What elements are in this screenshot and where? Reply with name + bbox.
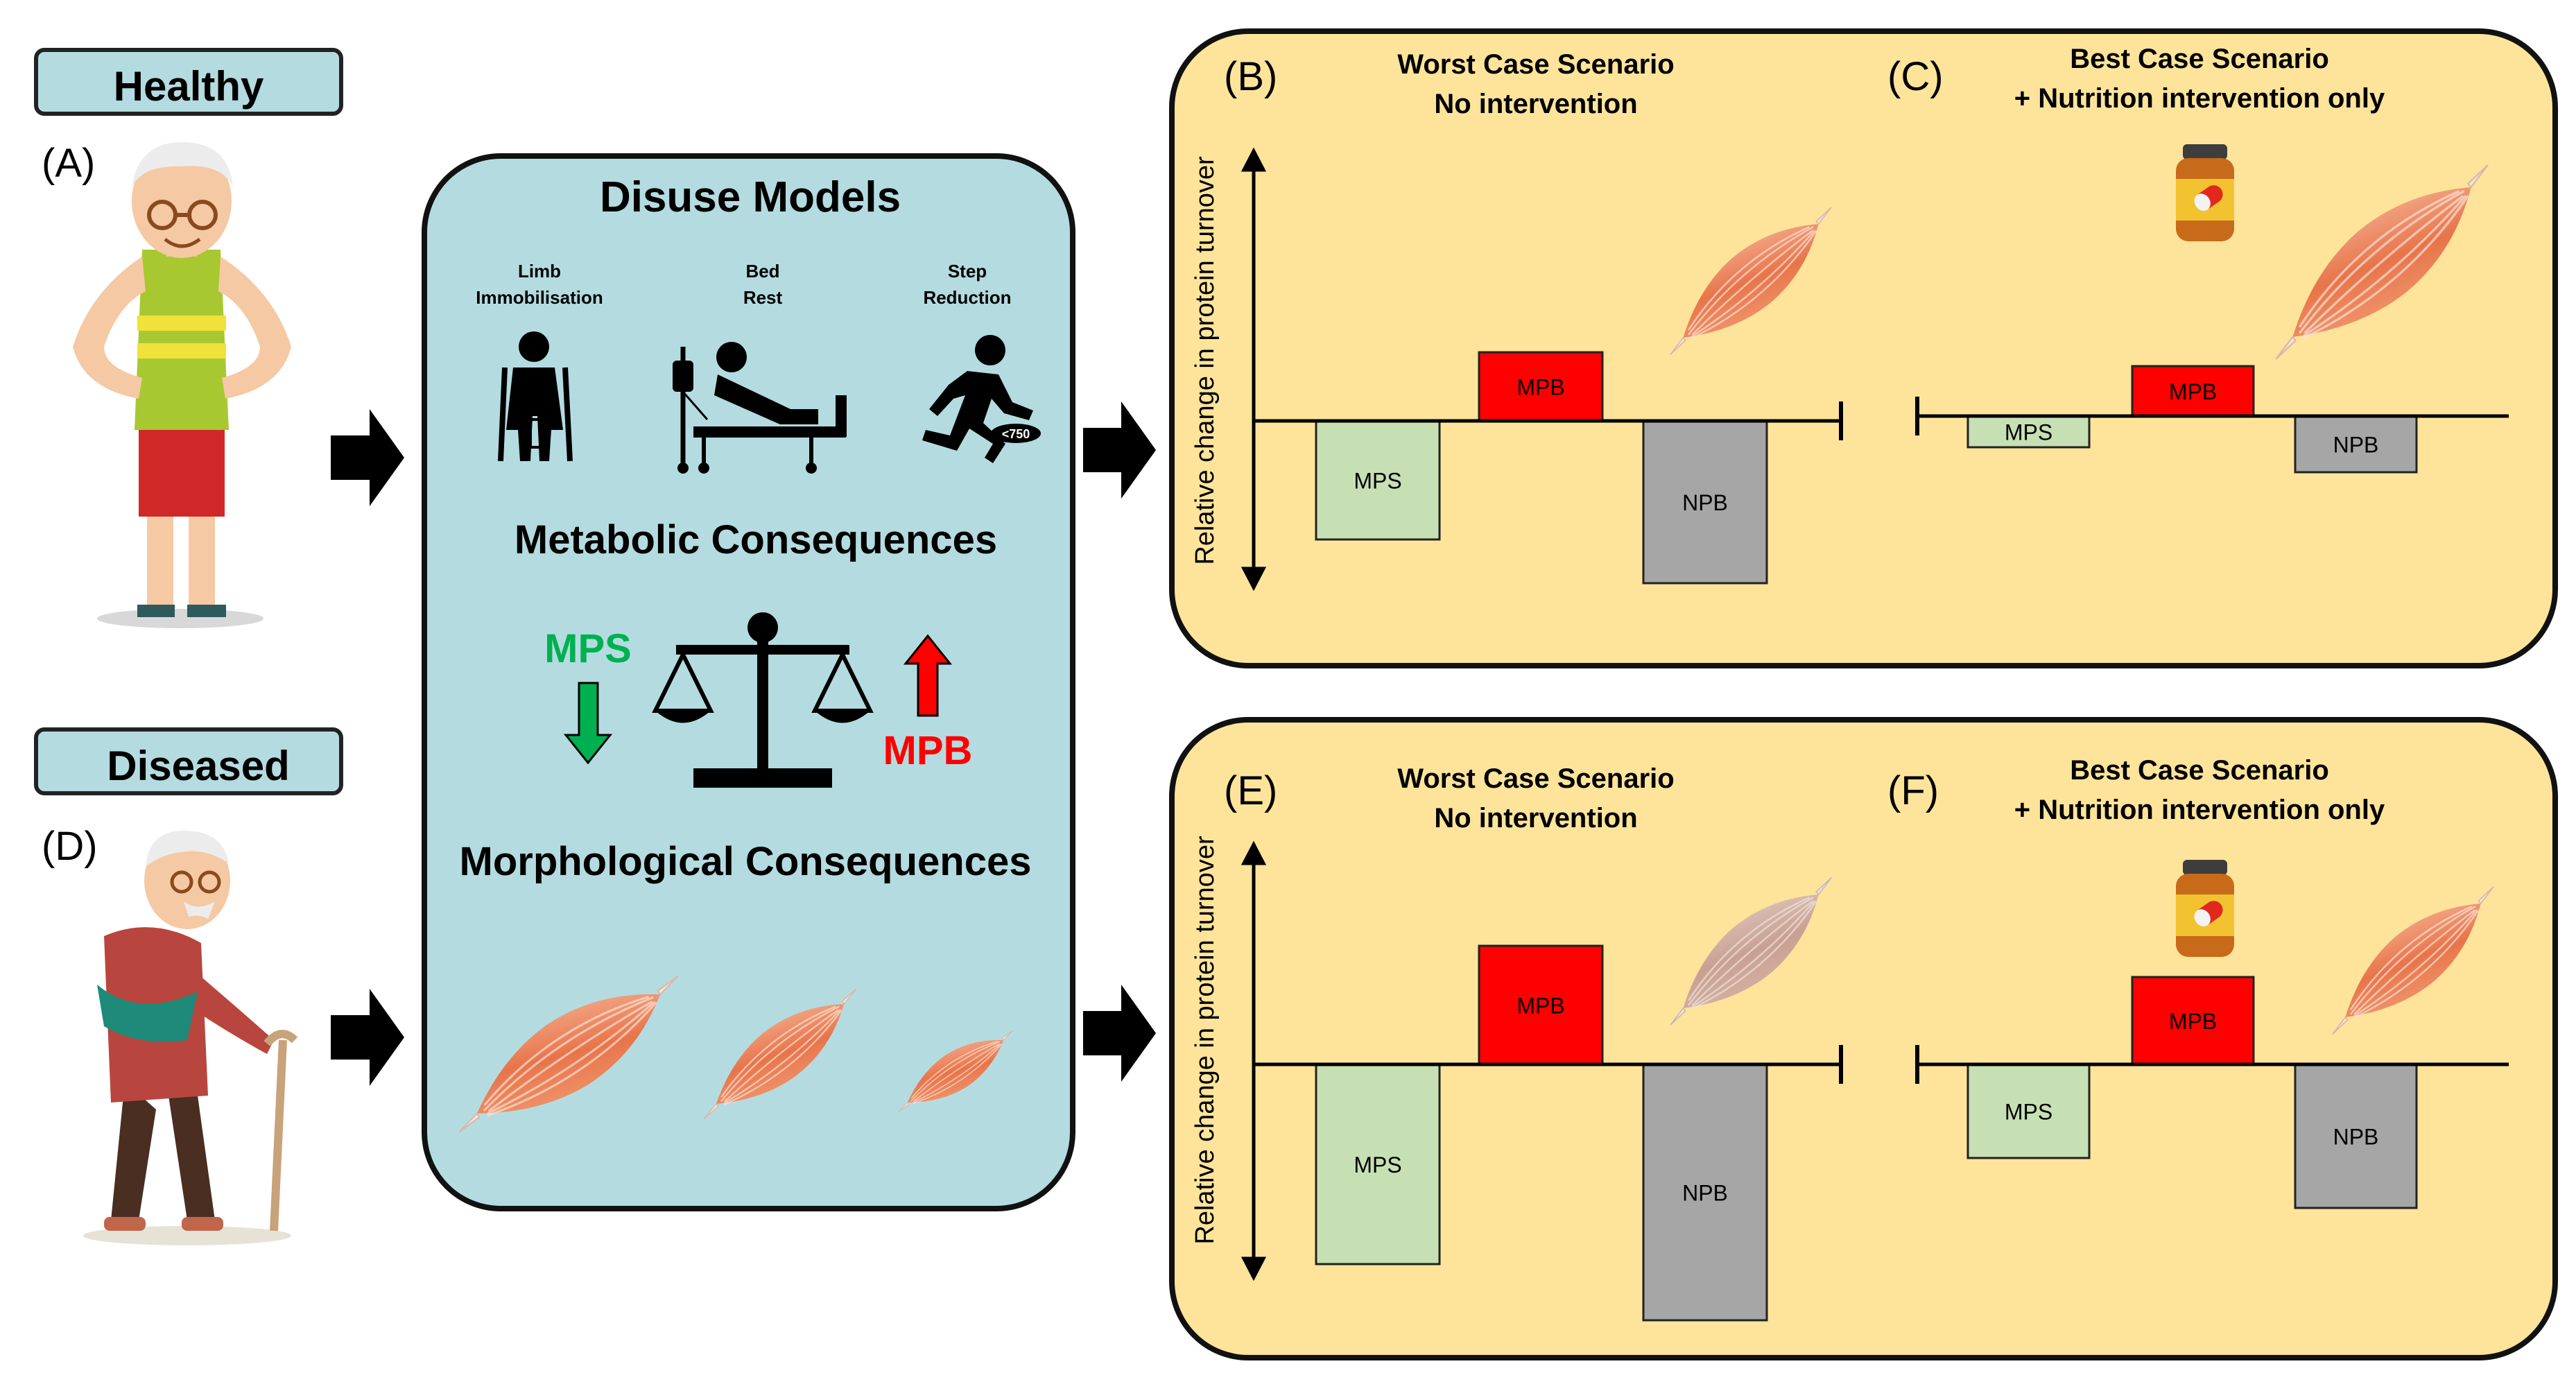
bar-npb [1642, 420, 1768, 585]
model-label-limb-line2: Immobilisation [476, 287, 603, 308]
bar-mps [1315, 420, 1441, 541]
bar-label-npb: NPB [2333, 1125, 2379, 1150]
balance-scale-icon [652, 612, 874, 788]
panel-letter-f: (F) [1887, 768, 1939, 813]
bar-label-mpb: MPB [2169, 379, 2217, 404]
flow-arrows [331, 401, 1156, 1086]
panel-letter-a: (A) [42, 141, 95, 186]
mps-down-arrow [563, 682, 613, 765]
bar-label-mps: MPS [2005, 420, 2052, 445]
bar-mps [1315, 1063, 1441, 1265]
disuse-models-title: Disuse Models [600, 173, 901, 221]
healthy-title: Healthy [114, 63, 264, 110]
chart-1: MPS MPB NPB [1255, 351, 1843, 585]
diseased-label-box: Diseased [34, 727, 343, 795]
chart-2: MPS MPB NPB [1915, 365, 2509, 474]
bar-mpb [1478, 944, 1604, 1066]
top-results-panel [1169, 28, 2558, 668]
bar-npb [1642, 1063, 1768, 1322]
panel-b-title-line1: Worst Case Scenario [1397, 49, 1674, 80]
arrow-disuse-to-bottom-panel [1083, 985, 1156, 1082]
bar-label-mps: MPS [2005, 1100, 2052, 1125]
panel-letter-c: (C) [1887, 54, 1944, 99]
bar-label-npb: NPB [2333, 433, 2379, 458]
y-axis-label-bottom: Relative change in protein turnover [1191, 836, 1220, 1245]
model-label-step-line1: Step [948, 261, 987, 282]
mpb-label: MPB [883, 728, 973, 773]
panel-f-supplement-bottle [2176, 860, 2234, 957]
panel-e-title-line2: No intervention [1434, 803, 1637, 833]
chart-3: MPS MPB NPB [1255, 944, 1843, 1322]
panel-f-title-line1: Best Case Scenario [2070, 755, 2329, 786]
bar-label-npb: NPB [1682, 1181, 1728, 1206]
arrow-disuse-to-top-panel [1083, 401, 1156, 499]
mps-label: MPS [544, 626, 632, 671]
arrow-healthy-to-disuse [331, 409, 404, 506]
panel-c-title-line2: + Nutrition intervention only [2014, 83, 2385, 114]
metabolic-consequences-title: Metabolic Consequences [515, 517, 997, 562]
panel-letter-b: (B) [1224, 54, 1277, 99]
chart-4: MPS MPB NPB [1915, 976, 2509, 1209]
panel-letter-e: (E) [1224, 768, 1277, 813]
panel-c-title-line1: Best Case Scenario [2070, 44, 2329, 74]
y-axis-arrows [1241, 147, 1267, 1281]
diseased-person-illustration [83, 830, 298, 1245]
bar-mpb [2131, 365, 2255, 417]
hospital-bed-icon [673, 342, 847, 474]
crutches-person-icon [498, 331, 573, 462]
bar-mpb [1478, 351, 1604, 422]
model-label-bed-line2: Rest [743, 287, 783, 308]
y-axis-label-top: Relative change in protein turnover [1191, 156, 1220, 565]
healthy-label-box: Healthy [34, 48, 343, 116]
running-person-icon: <750 [922, 335, 1041, 463]
panel-b-title-line2: No intervention [1434, 89, 1637, 119]
panel-f-title-line2: + Nutrition intervention only [2014, 795, 2385, 825]
panel-letter-d: (D) [42, 824, 98, 869]
bar-charts: MPS MPB NPB MPS MPB NPB MPS MPB NPB MPS MPB NPB [1255, 351, 2509, 1322]
bar-label-mps: MPS [1354, 1152, 1401, 1177]
bar-npb [2294, 415, 2418, 474]
panel-c-supplement-bottle [2176, 144, 2234, 241]
model-label-limb-line1: Limb [518, 261, 561, 282]
model-label-bed-line1: Bed [745, 261, 779, 282]
bar-label-mpb: MPB [1516, 375, 1564, 400]
bar-label-mpb: MPB [2169, 1009, 2217, 1034]
arrow-diseased-to-disuse [331, 989, 404, 1086]
bar-label-mpb: MPB [1516, 994, 1564, 1019]
bar-label-mps: MPS [1354, 469, 1401, 494]
panel-e-title-line1: Worst Case Scenario [1397, 763, 1674, 794]
model-label-step-line2: Reduction [923, 287, 1011, 308]
morphological-consequences-title: Morphological Consequences [460, 839, 1032, 884]
disuse-models-panel: Disuse Models Limb Immobilisation Bed Re… [422, 153, 1075, 1211]
diseased-title: Diseased [107, 743, 290, 789]
healthy-person-illustration [73, 142, 291, 628]
mpb-up-arrow [903, 634, 953, 717]
bar-label-npb: NPB [1682, 490, 1728, 515]
step-count-badge: <750 [1002, 427, 1030, 441]
